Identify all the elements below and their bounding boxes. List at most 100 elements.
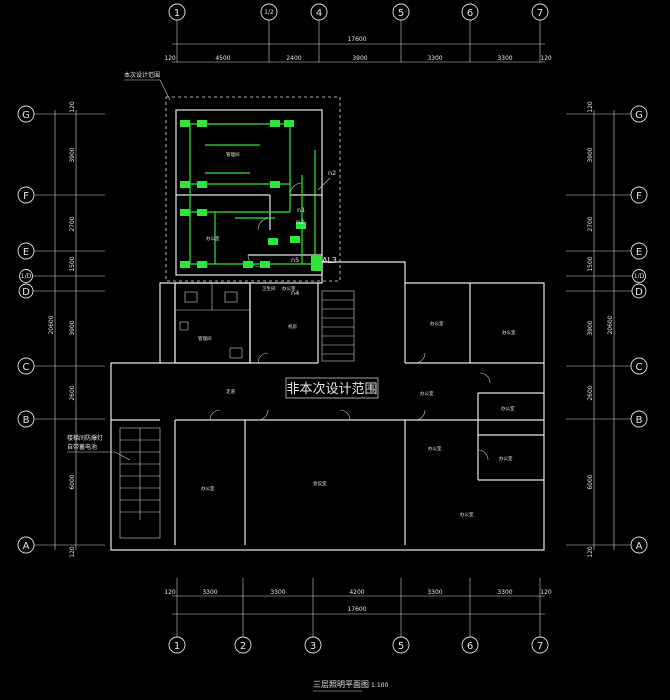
- room-label: 办公室: [499, 455, 513, 462]
- dim-seg: 2700: [587, 216, 594, 231]
- dim-seg: 6000: [587, 474, 594, 489]
- axis-label: 2: [240, 641, 246, 652]
- light-fixture: [197, 261, 207, 268]
- dim-seg: 120: [587, 101, 594, 113]
- room-label: 办公室: [460, 511, 474, 518]
- scope-dashed-boundary: [165, 96, 341, 282]
- light-fixture: [270, 181, 280, 188]
- axis-label: 1/D: [21, 273, 32, 280]
- top-dimensions: 17600 120 4500 2400 3900 3300 3300 120: [164, 36, 552, 63]
- axis-bubble-right-C: C: [566, 357, 648, 375]
- axis-bubble-right-F: F: [566, 186, 648, 204]
- room-label: 办公室: [501, 405, 515, 412]
- scope-note: 本次设计范围: [124, 71, 171, 101]
- axis-label: 1/D: [634, 273, 645, 280]
- axis-label: A: [23, 541, 30, 552]
- axis-label: 1: [174, 641, 180, 652]
- dim-seg: 3300: [270, 589, 285, 596]
- svg-text:n4: n4: [291, 289, 299, 297]
- dim-seg: 6000: [69, 474, 76, 489]
- axis-bubble-left-D: D: [18, 283, 105, 299]
- dim-seg: 120: [587, 546, 594, 558]
- axis-label: D: [635, 287, 643, 298]
- dim-seg: 4200: [349, 589, 364, 596]
- axis-label: E: [23, 247, 29, 258]
- axis-label: 5: [398, 8, 404, 19]
- axis-bubble-left-F: F: [17, 186, 105, 204]
- axis-bubble-top-6: 7: [531, 3, 549, 62]
- axis-bubble-top-5: 6: [461, 3, 479, 62]
- bottom-dimensions: 120 3300 3300 4200 3300 3300 120 17600: [164, 589, 552, 615]
- dim-total-top: 17600: [347, 36, 366, 43]
- dim-seg: 120: [69, 546, 76, 558]
- dim-seg: 3900: [69, 320, 76, 335]
- axis-bubble-left-E: E: [17, 242, 105, 260]
- dim-seg: 3300: [497, 55, 512, 62]
- room-label: 办公室: [428, 445, 442, 452]
- dim-seg: 120: [164, 55, 176, 62]
- axis-bubble-bottom-4: 5: [392, 578, 410, 654]
- dim-seg: 120: [540, 589, 552, 596]
- light-fixture: [260, 261, 270, 268]
- left-note: 楼梯间防爆灯 自带蓄电池: [67, 434, 131, 461]
- dim-seg: 2600: [69, 385, 76, 400]
- light-fixture: [197, 181, 207, 188]
- room-label: 走道: [226, 388, 235, 395]
- room-label: 管理间: [226, 151, 240, 158]
- axis-bubble-top-4: 5: [392, 3, 410, 62]
- axis-label: A: [636, 541, 643, 552]
- light-fixture: [296, 222, 306, 229]
- room-labels: 机房 管理间 卫生间 走道 办公室 会议室 办公室 办公室 办公室 办公室 办公…: [198, 285, 516, 518]
- svg-text:楼梯间防爆灯: 楼梯间防爆灯: [67, 434, 103, 442]
- left-axis-bubbles: G F E 1/D D C B A 20600 12: [17, 101, 105, 558]
- axis-bubble-right-1D: 1/D: [566, 269, 646, 283]
- dim-seg: 3300: [427, 55, 442, 62]
- room-label: 办公室: [430, 320, 444, 327]
- axis-bubble-top-1: 1: [168, 3, 186, 62]
- dim-total-bottom: 17600: [347, 606, 366, 613]
- light-fixture: [180, 120, 190, 127]
- axis-bubble-right-G: G: [566, 105, 648, 123]
- svg-text:n2: n2: [296, 218, 304, 226]
- dim-seg: 3900: [587, 320, 594, 335]
- dim-seg: 2600: [587, 385, 594, 400]
- axis-bubble-left-B: B: [17, 410, 105, 428]
- room-label: 办公室: [502, 329, 516, 336]
- non-scope-hatched-area: [110, 261, 545, 551]
- axis-bubble-top-3: 4: [310, 3, 328, 62]
- axis-label: C: [23, 362, 30, 373]
- dim-seg: 3900: [587, 147, 594, 162]
- room-label: 办公室: [282, 285, 296, 292]
- dim-seg: 120: [164, 589, 176, 596]
- axis-label: C: [636, 362, 643, 373]
- axis-label: 1/2: [264, 9, 274, 16]
- axis-bubble-right-A: A: [566, 536, 648, 554]
- axis-label: 3: [310, 641, 316, 652]
- axis-bubble-top-2: 1/2: [260, 3, 278, 62]
- axis-bubble-right-B: B: [566, 410, 648, 428]
- axis-label: E: [636, 247, 642, 258]
- axis-bubble-left-C: C: [17, 357, 105, 375]
- distribution-panel: [311, 256, 321, 271]
- axis-label: G: [635, 110, 643, 121]
- axis-label: D: [22, 287, 30, 298]
- axis-label: G: [22, 110, 30, 121]
- bottom-axis-bubbles: 1 2 3 5 6 7: [168, 578, 549, 654]
- axis-label: B: [23, 415, 30, 426]
- axis-label: 6: [467, 641, 473, 652]
- plan-scale-text: 1:100: [371, 682, 388, 689]
- design-scope-block: 管理间 办公室: [165, 96, 341, 282]
- non-scope-label: 非本次设计范围: [285, 377, 379, 399]
- axis-bubble-bottom-6: 7: [531, 578, 549, 654]
- light-fixture: [268, 238, 278, 245]
- room-label: 会议室: [313, 480, 327, 487]
- building-outline: [110, 261, 545, 551]
- light-fixture: [180, 181, 190, 188]
- axis-label: 6: [467, 8, 473, 19]
- svg-text:非本次设计范围: 非本次设计范围: [286, 381, 377, 397]
- room-label: 卫生间: [262, 285, 276, 292]
- axis-bubble-bottom-2: 2: [234, 578, 252, 654]
- panel-label: AL3: [322, 256, 337, 265]
- room-label: 机房: [288, 323, 297, 330]
